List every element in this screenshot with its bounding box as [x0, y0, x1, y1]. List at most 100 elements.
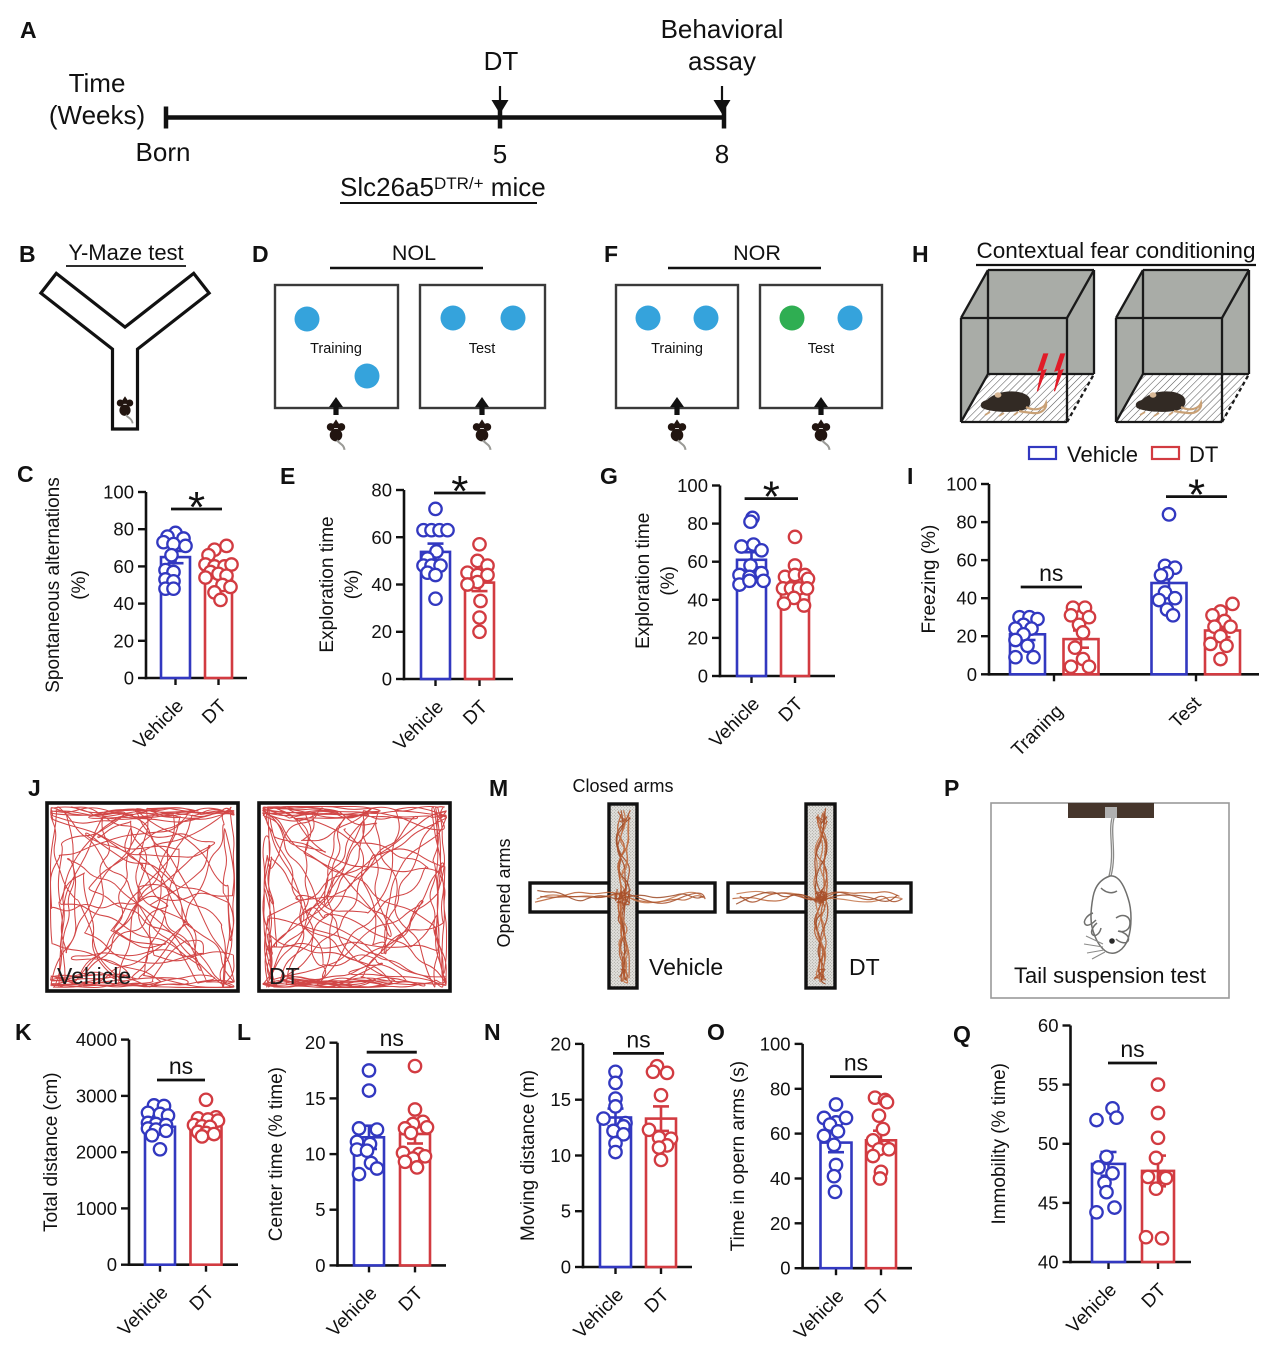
svg-text:DT: DT [861, 1286, 894, 1319]
svg-text:F: F [604, 241, 618, 267]
svg-text:0: 0 [382, 669, 392, 690]
svg-text:*: * [451, 467, 468, 516]
svg-text:ns: ns [844, 1050, 868, 1076]
svg-text:Vehicle: Vehicle [323, 1283, 381, 1340]
svg-text:20: 20 [371, 621, 392, 642]
svg-text:Q: Q [953, 1021, 971, 1047]
svg-text:100: 100 [103, 482, 134, 503]
svg-text:Vehicle: Vehicle [114, 1282, 172, 1340]
svg-text:P: P [944, 775, 959, 801]
svg-text:Y-Maze test: Y-Maze test [68, 240, 183, 265]
svg-text:B: B [19, 241, 36, 267]
svg-text:Center time (% time): Center time (% time) [266, 1067, 287, 1241]
svg-text:DT: DT [1138, 1279, 1171, 1312]
svg-text:*: * [1188, 471, 1205, 520]
svg-text:Spontaneous alternations: Spontaneous alternations [43, 477, 64, 693]
svg-text:40: 40 [371, 574, 392, 595]
svg-text:Traning: Traning [1008, 701, 1068, 761]
svg-text:Training: Training [310, 341, 362, 357]
svg-text:Exploration time: Exploration time [633, 513, 654, 649]
svg-text:Tail suspension test: Tail suspension test [1014, 963, 1206, 988]
svg-text:L: L [237, 1019, 251, 1045]
svg-text:80: 80 [113, 519, 134, 540]
svg-text:C: C [17, 461, 34, 487]
svg-text:(%): (%) [342, 570, 363, 600]
svg-text:J: J [28, 775, 41, 801]
svg-text:50: 50 [1038, 1133, 1059, 1154]
svg-text:E: E [280, 463, 295, 489]
svg-text:0: 0 [124, 668, 134, 689]
svg-text:100: 100 [946, 474, 977, 495]
svg-text:G: G [600, 463, 618, 489]
svg-text:Exploration time: Exploration time [317, 516, 338, 652]
svg-text:assay: assay [688, 46, 756, 76]
svg-text:15: 15 [550, 1089, 571, 1110]
svg-text:80: 80 [770, 1078, 791, 1099]
svg-text:Vehicle: Vehicle [570, 1285, 628, 1340]
svg-text:O: O [707, 1019, 725, 1045]
svg-text:5: 5 [493, 139, 507, 169]
svg-text:20: 20 [550, 1033, 571, 1054]
svg-text:60: 60 [371, 527, 392, 548]
svg-text:0: 0 [780, 1258, 790, 1279]
svg-text:Vehicle: Vehicle [790, 1286, 848, 1340]
svg-text:Time in opern arms (s): Time in opern arms (s) [728, 1061, 749, 1251]
svg-text:DT: DT [484, 46, 519, 76]
svg-text:Vehicle: Vehicle [1067, 442, 1138, 467]
svg-text:DT: DT [459, 696, 492, 729]
svg-text:Immobility (% time): Immobility (% time) [989, 1063, 1010, 1225]
svg-text:20: 20 [956, 626, 977, 647]
svg-text:0: 0 [967, 664, 977, 685]
svg-text:K: K [15, 1019, 32, 1045]
svg-text:0: 0 [698, 666, 708, 687]
svg-text:40: 40 [687, 589, 708, 610]
svg-text:Slc26a5DTR/+ mice: Slc26a5DTR/+ mice [340, 172, 546, 202]
svg-text:100: 100 [760, 1033, 791, 1054]
svg-text:40: 40 [770, 1168, 791, 1189]
svg-text:NOL: NOL [392, 241, 436, 265]
svg-text:DT: DT [395, 1283, 428, 1316]
svg-text:Freezing (%): Freezing (%) [919, 525, 940, 634]
svg-text:60: 60 [770, 1123, 791, 1144]
svg-text:NOR: NOR [733, 241, 781, 265]
svg-text:DT: DT [849, 954, 880, 980]
svg-text:20: 20 [687, 627, 708, 648]
svg-text:Born: Born [136, 137, 191, 167]
svg-text:Vehicle: Vehicle [706, 694, 764, 752]
svg-text:Vehicle: Vehicle [649, 954, 723, 980]
svg-text:Total distance (cm): Total distance (cm) [41, 1072, 62, 1231]
svg-text:55: 55 [1038, 1074, 1059, 1095]
svg-text:D: D [252, 241, 269, 267]
svg-text:(Weeks): (Weeks) [49, 100, 145, 130]
svg-text:*: * [188, 483, 205, 532]
svg-text:I: I [907, 463, 913, 489]
svg-text:20: 20 [770, 1213, 791, 1234]
svg-text:*: * [763, 473, 780, 522]
svg-text:0: 0 [315, 1255, 325, 1276]
svg-text:2000: 2000 [76, 1142, 117, 1163]
svg-text:5: 5 [561, 1201, 571, 1222]
svg-text:Moving distance (m): Moving distance (m) [518, 1070, 539, 1241]
svg-text:ns: ns [1039, 560, 1063, 586]
svg-text:(%): (%) [658, 566, 679, 596]
svg-text:ns: ns [380, 1025, 404, 1051]
svg-text:60: 60 [1038, 1015, 1059, 1036]
svg-text:DT: DT [775, 693, 808, 726]
svg-text:A: A [20, 17, 37, 43]
svg-text:20: 20 [305, 1032, 326, 1053]
svg-text:4000: 4000 [76, 1029, 117, 1050]
svg-text:10: 10 [550, 1145, 571, 1166]
svg-text:3000: 3000 [76, 1085, 117, 1106]
svg-text:Vehicle: Vehicle [390, 697, 448, 755]
svg-text:Vehicle: Vehicle [57, 963, 131, 989]
svg-text:45: 45 [1038, 1192, 1059, 1213]
svg-text:M: M [489, 775, 508, 801]
svg-text:DT: DT [198, 695, 231, 728]
svg-text:0: 0 [107, 1254, 117, 1275]
svg-text:15: 15 [305, 1088, 326, 1109]
svg-text:DT: DT [186, 1282, 219, 1315]
svg-text:DT: DT [641, 1284, 674, 1317]
svg-text:ns: ns [169, 1053, 193, 1079]
svg-text:10: 10 [305, 1144, 326, 1165]
svg-text:Vehicle: Vehicle [1063, 1280, 1121, 1338]
